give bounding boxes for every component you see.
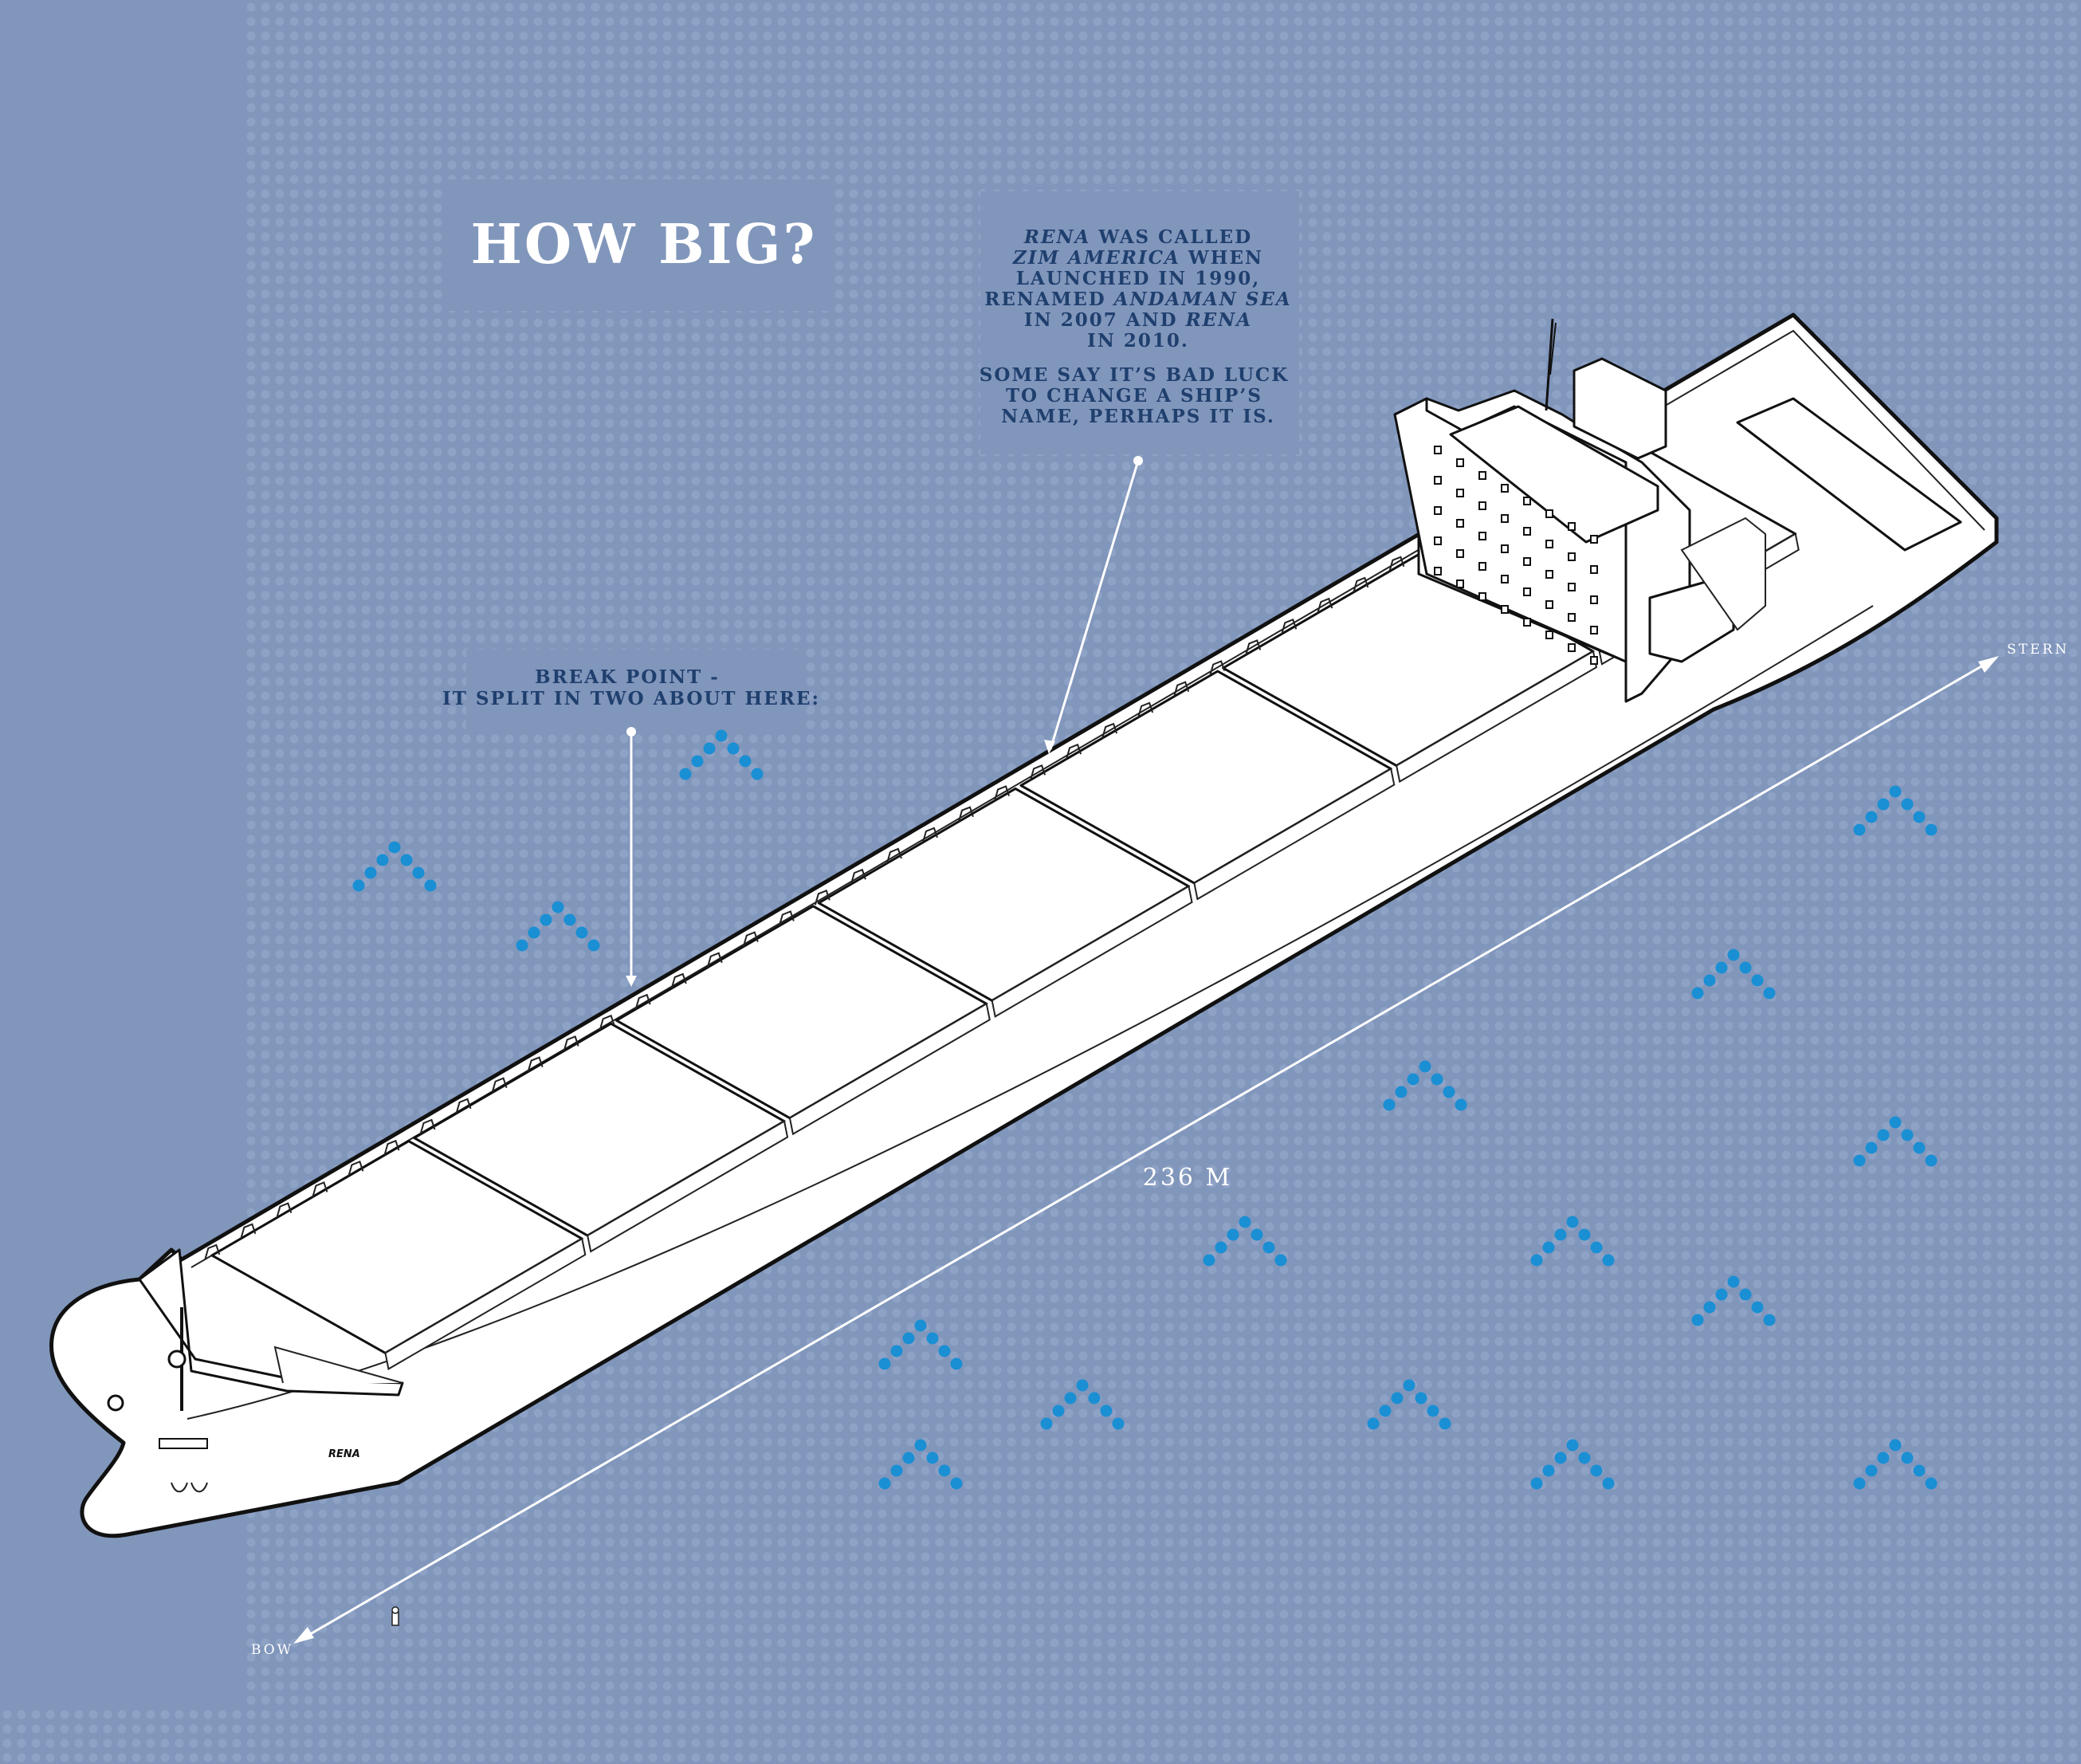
wave-1: [679, 729, 764, 780]
break-point-box: [466, 650, 801, 729]
history-line-2-part-1: ZIM AMERICA: [1012, 247, 1180, 269]
length-label: 236 M: [1143, 1164, 1233, 1192]
wave-2: [352, 841, 437, 892]
history-line-4-part-1: RENAMED: [984, 289, 1113, 310]
history-note-box: [980, 191, 1299, 454]
wave-6: [1383, 1060, 1467, 1111]
history-pointer-dot: [1133, 456, 1143, 466]
wave-16: [1853, 1439, 1938, 1490]
wave-7: [1853, 1116, 1938, 1167]
funnel: [1573, 357, 1667, 460]
hull-name: RENA: [328, 1448, 360, 1460]
wave-11: [878, 1319, 963, 1370]
forecastle-bulwark: [138, 1248, 404, 1397]
hull-marking: [159, 1438, 208, 1449]
length-line: [296, 656, 1997, 1644]
wave-10: [1691, 1275, 1776, 1326]
side-stairs: [1680, 517, 1766, 631]
stern-hatch: [1736, 397, 1962, 552]
history-line-4-part-2: ANDAMAN SEA: [1113, 289, 1292, 310]
wave-15: [1530, 1439, 1615, 1490]
wave-14: [878, 1439, 963, 1490]
history-line-5-part-2: RENA: [1185, 309, 1253, 331]
history-pointer-line: [1049, 460, 1140, 750]
windlass: [167, 1350, 187, 1369]
wave-13: [1367, 1379, 1451, 1430]
break-point-note: BREAK POINT - IT SPLIT IN TWO ABOUT HERE…: [442, 666, 820, 709]
person-for-scale: [391, 1606, 399, 1626]
wave-9: [1530, 1216, 1615, 1267]
history-line-6-part-1: IN 2010.: [1087, 330, 1189, 352]
forecastle-deck: [273, 1346, 403, 1384]
history-line-2-part-2: WHEN: [1180, 247, 1263, 269]
bollard: [107, 1394, 124, 1412]
wave-8: [1203, 1216, 1287, 1267]
length-measure: STERN BOW 236 M: [251, 642, 2069, 1658]
dot-pattern-bottom: [0, 1706, 2081, 1764]
anchor: [171, 1482, 208, 1493]
luck-line-2: TO CHANGE A SHIP’S: [1006, 385, 1262, 407]
luck-line-1: SOME SAY IT’S BAD LUCK: [980, 364, 1289, 386]
bow-arrowhead: [293, 1627, 314, 1644]
history-line-3-part-1: LAUNCHED IN 1990,: [1016, 268, 1260, 289]
break-point-line-2: IT SPLIT IN TWO ABOUT HERE:: [442, 688, 820, 709]
bridge-deck: [1449, 405, 1659, 544]
superstructure: [1393, 318, 1766, 703]
bow-label: BOW: [251, 1642, 293, 1658]
history-line-1-part-1: RENA: [1023, 226, 1091, 248]
wave-3: [516, 901, 600, 952]
radar-mast: [1545, 318, 1554, 411]
ship: RENA: [49, 312, 1999, 1538]
break-pointer-dot: [626, 727, 636, 737]
waves: [352, 729, 1938, 1490]
wave-5: [1691, 949, 1776, 1000]
page-title: HOW BIG?: [471, 213, 818, 277]
callout-pointers: [626, 456, 1143, 987]
windows: [1434, 446, 1598, 665]
stern-arrowhead: [1978, 656, 1999, 673]
luck-note: SOME SAY IT’S BAD LUCK TO CHANGE A SHIP’…: [980, 364, 1297, 427]
wave-4: [1853, 785, 1938, 836]
title-box: [442, 179, 833, 311]
break-point-line-1: BREAK POINT -: [535, 666, 720, 688]
history-line-5-part-1: IN 2007 AND: [1024, 309, 1186, 331]
luck-line-3: NAME, PERHAPS IT IS.: [1001, 406, 1275, 427]
history-line-1-part-2: WAS CALLED: [1090, 226, 1252, 248]
wave-12: [1040, 1379, 1125, 1430]
stern-label: STERN: [2007, 642, 2069, 658]
deck-edge: [190, 329, 1985, 1268]
